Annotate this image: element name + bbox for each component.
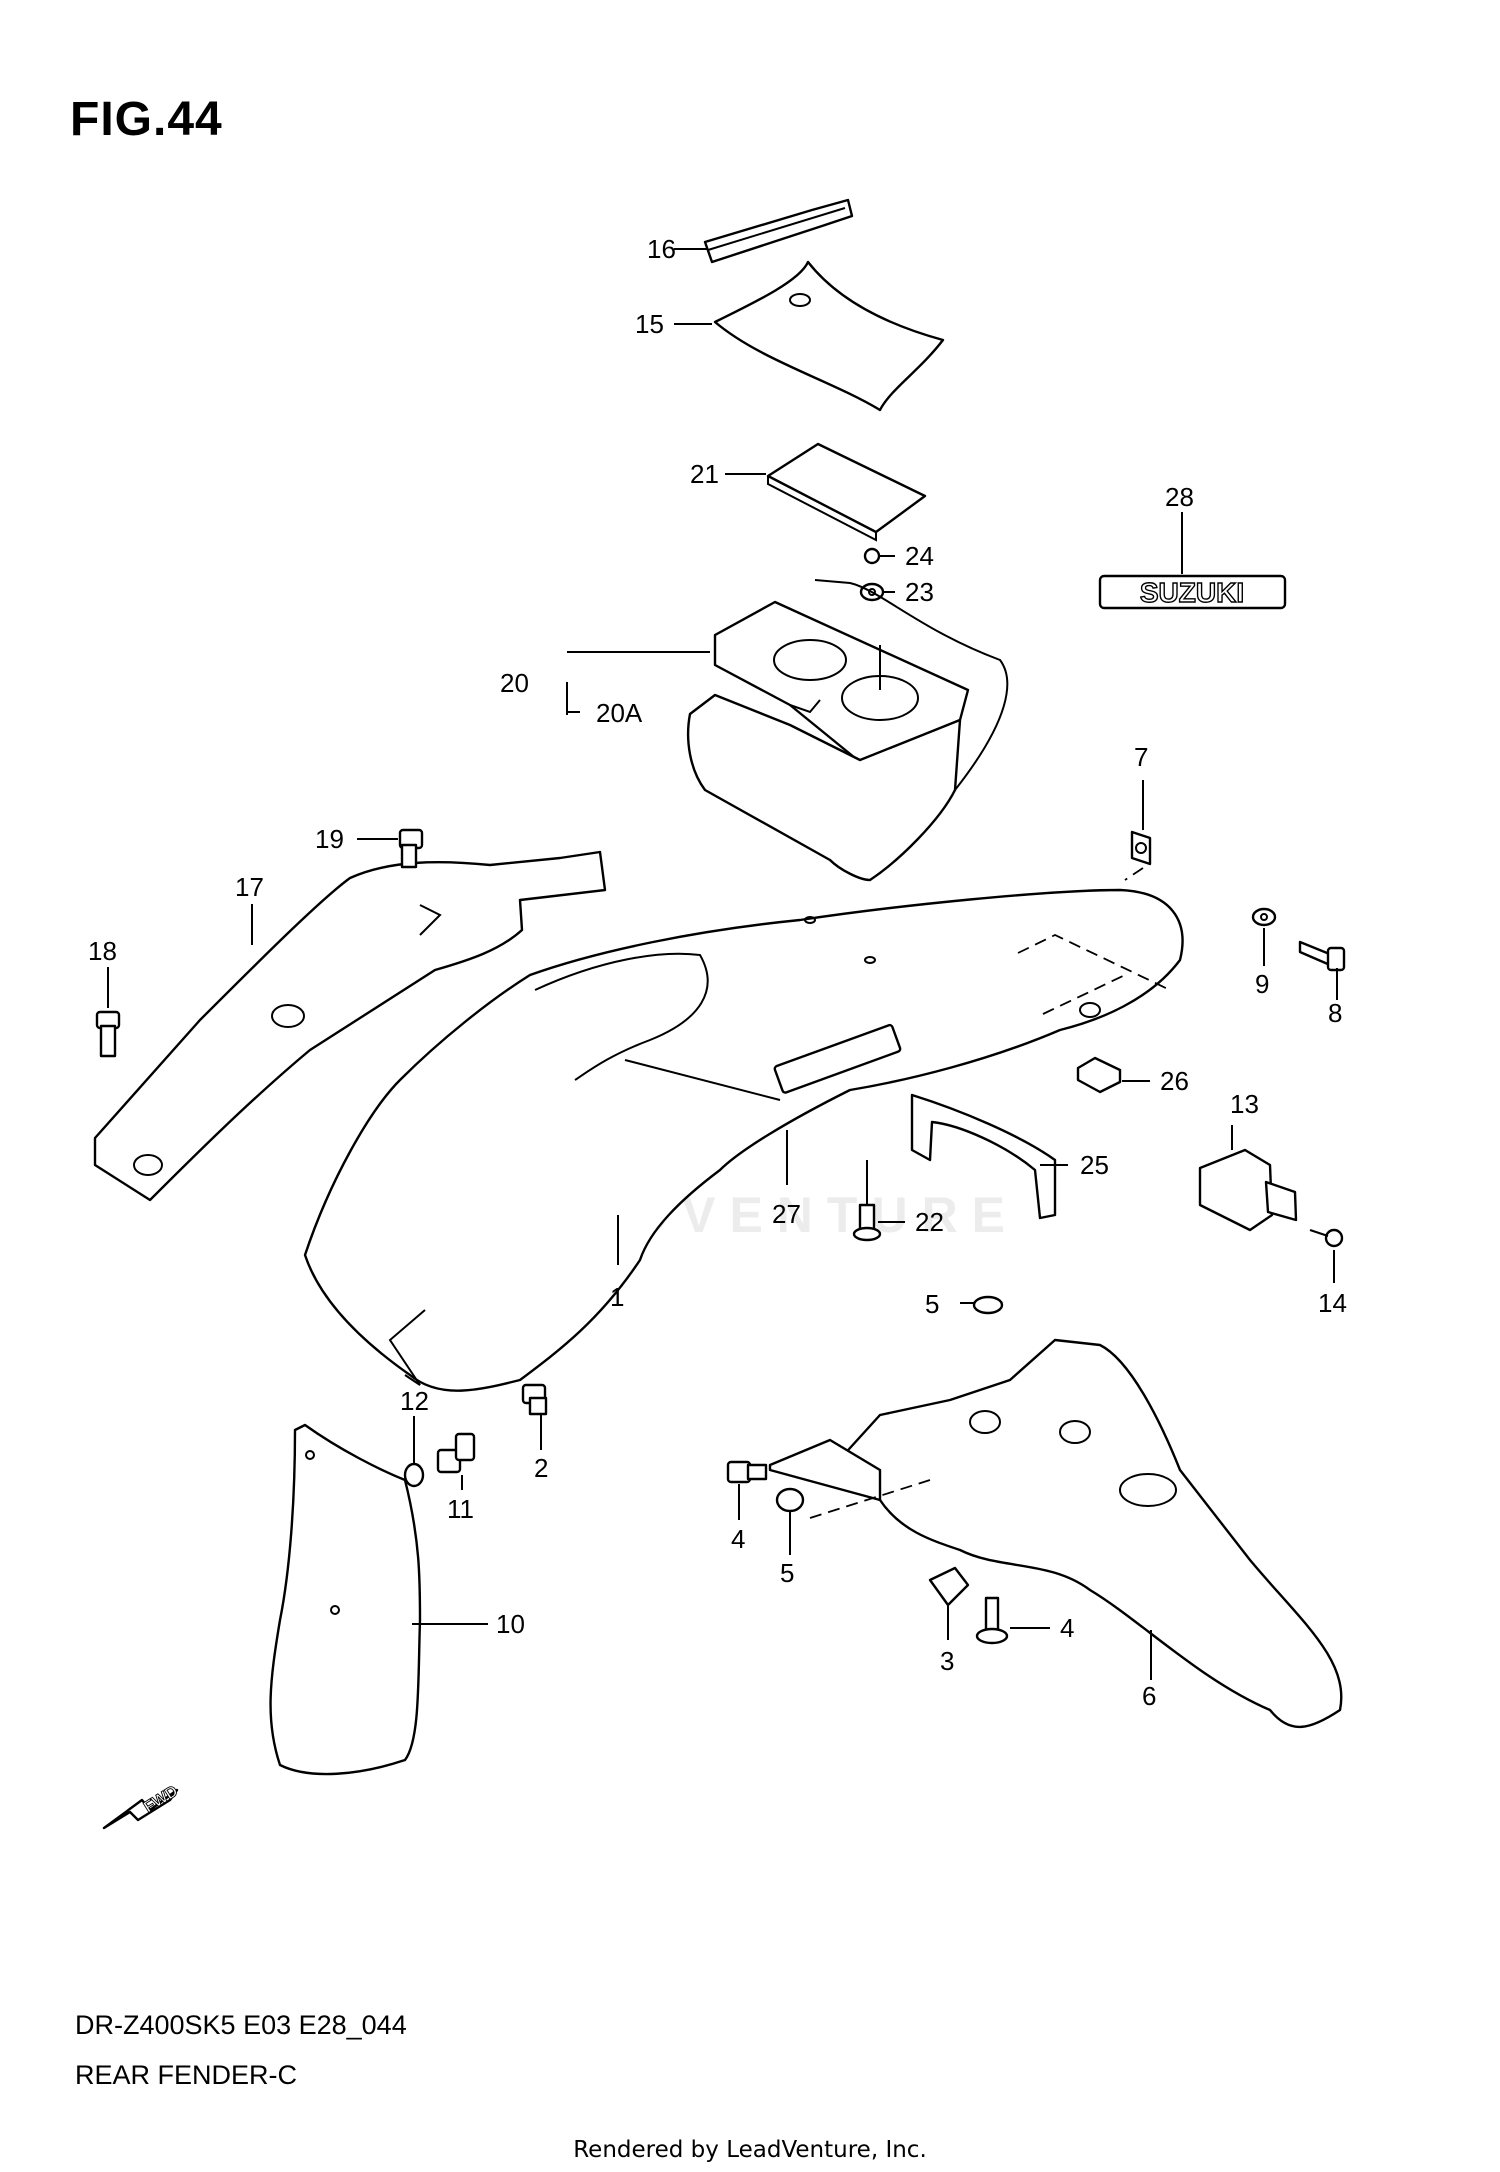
part-washer-12	[403, 1462, 425, 1488]
callout-19: 19	[315, 824, 344, 854]
part-pad	[766, 442, 927, 542]
part-side-cover	[93, 850, 607, 1202]
callout-17: 17	[235, 872, 264, 902]
part-tool-box-case	[686, 579, 1009, 882]
fwd-arrow-text: FWD	[141, 1783, 181, 1817]
callout-11: 11	[447, 1494, 474, 1524]
callout-8: 8	[1328, 998, 1342, 1028]
callout-18: 18	[88, 936, 117, 966]
callout-25: 25	[1080, 1150, 1109, 1180]
rendered-by-text: Rendered by LeadVenture, Inc.	[573, 2137, 927, 2163]
callout-27: 27	[772, 1199, 801, 1229]
figure-title: FIG.44	[70, 93, 223, 146]
part-tool-bag	[713, 260, 945, 412]
callout-16: 16	[647, 234, 676, 264]
callout-4-bottom: 4	[1060, 1613, 1074, 1643]
callout-5-top: 5	[925, 1289, 939, 1319]
callout-20: 20	[500, 668, 529, 698]
part-bolt-19	[398, 828, 424, 869]
callout-28: 28	[1165, 482, 1194, 512]
model-code: DR-Z400SK5 E03 E28_044	[75, 2010, 407, 2040]
callout-labels: 16 15 21 28 24 23 20 20A 7 19 17 18 9 8 …	[88, 234, 1347, 1711]
callout-23: 23	[905, 577, 934, 607]
callout-12: 12	[400, 1386, 429, 1416]
part-pad-26	[1076, 1056, 1122, 1094]
part-clip-7	[1130, 830, 1152, 866]
suzuki-emblem: SUZUKI	[1098, 574, 1287, 610]
callout-24: 24	[905, 541, 934, 571]
part-nut	[863, 547, 881, 565]
callout-2: 2	[534, 1453, 548, 1483]
part-screw-22	[852, 1203, 882, 1242]
callout-21: 21	[690, 459, 719, 489]
part-mud-flap	[269, 1423, 422, 1776]
callout-10: 10	[496, 1609, 525, 1639]
part-bolt-2	[521, 1383, 548, 1416]
callout-26: 26	[1160, 1066, 1189, 1096]
part-clip-3	[928, 1566, 970, 1607]
callout-14: 14	[1318, 1288, 1347, 1318]
callout-6: 6	[1142, 1681, 1156, 1711]
callout-13: 13	[1230, 1089, 1259, 1119]
callout-5-left: 5	[780, 1558, 794, 1588]
part-fender-bracket	[768, 1338, 1343, 1729]
part-bolt-4b	[975, 1596, 1009, 1645]
callout-15: 15	[635, 309, 664, 339]
part-bolt-8	[1298, 940, 1346, 972]
part-washer-9	[1251, 907, 1277, 927]
fwd-arrow-icon: FWD	[102, 1782, 181, 1830]
callout-7: 7	[1134, 742, 1148, 772]
callout-9: 9	[1255, 969, 1269, 999]
part-bolt-18	[95, 1010, 121, 1058]
callout-1: 1	[610, 1282, 624, 1312]
callout-22: 22	[915, 1207, 944, 1237]
part-bolt-11	[436, 1432, 476, 1474]
callout-20A: 20A	[596, 698, 643, 728]
emblem-text: SUZUKI	[1140, 577, 1244, 608]
callout-3: 3	[940, 1646, 954, 1676]
part-strap	[703, 198, 854, 264]
part-grab-handle	[910, 1093, 1057, 1220]
part-grommet-5b	[775, 1487, 805, 1513]
assembly-lines	[809, 867, 1171, 1519]
part-screw-14	[1309, 1228, 1344, 1248]
part-bolt-4a	[726, 1460, 768, 1484]
section-name: REAR FENDER-C	[75, 2060, 298, 2090]
part-relay	[1198, 1148, 1298, 1232]
part-grommet-5a	[972, 1295, 1004, 1315]
part-rear-fender	[303, 888, 1184, 1392]
leader-lines	[107, 248, 1338, 1680]
callout-4-left: 4	[731, 1524, 745, 1554]
